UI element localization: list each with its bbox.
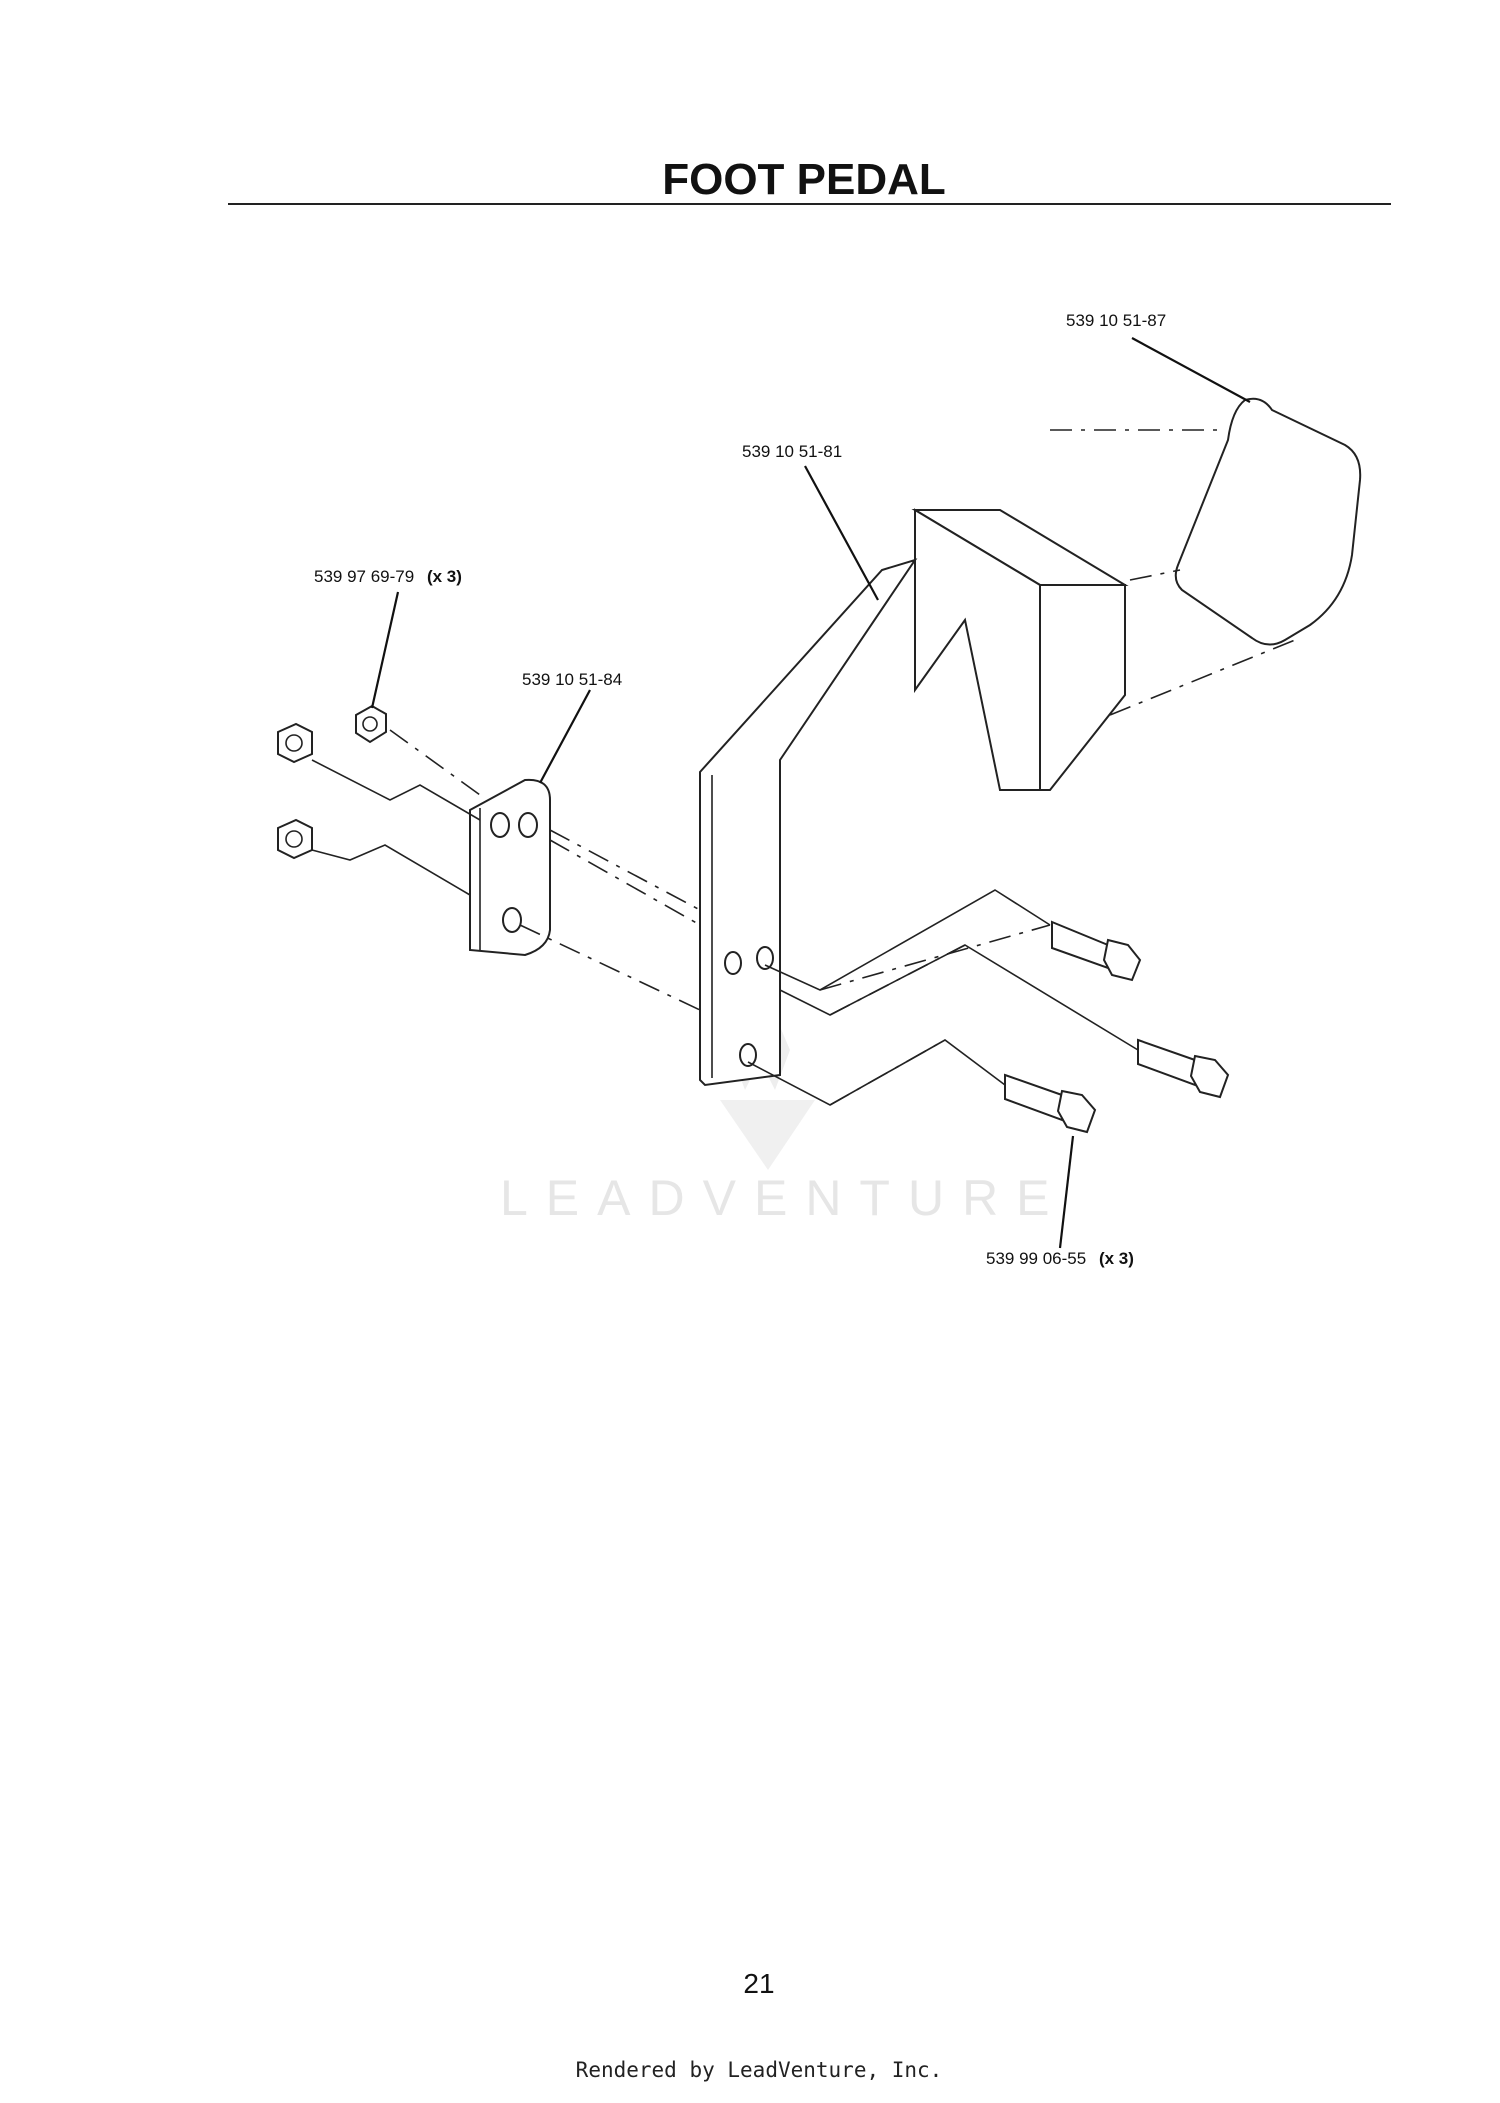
callout-qty: (x 3) — [427, 567, 462, 586]
watermark-text: LEADVENTURE — [500, 1170, 1068, 1226]
callout-qty: (x 3) — [1099, 1249, 1134, 1268]
bolt-part — [1051, 920, 1142, 982]
callout-539-99-06-55: 539 99 06-55 (x 3) — [986, 1249, 1134, 1268]
page-title: FOOT PEDAL — [662, 155, 946, 204]
pedal-arm-part — [699, 508, 1129, 1087]
title-rule — [228, 203, 1391, 205]
nut-part — [277, 818, 313, 860]
footer-text: Rendered by LeadVenture, Inc. — [575, 2058, 943, 2082]
plate-part — [469, 778, 551, 957]
bolt-part — [1004, 1073, 1097, 1134]
nut-part — [277, 722, 313, 764]
foot-pad-part — [1174, 397, 1362, 646]
watermark: LEADVENTURE — [500, 980, 1068, 1226]
nut-part — [355, 704, 387, 744]
callout-539-10-51-87: 539 10 51-87 — [1066, 311, 1166, 330]
bolt-part — [1137, 1038, 1230, 1099]
assembly-lines — [311, 429, 1296, 1106]
page-number: 21 — [743, 1968, 775, 1999]
leader-lines — [370, 337, 1251, 1249]
callout-539-97-69-79: 539 97 69-79 (x 3) — [314, 567, 462, 586]
callout-539-10-51-84: 539 10 51-84 — [522, 670, 622, 689]
callout-539-10-51-81: 539 10 51-81 — [742, 442, 842, 461]
